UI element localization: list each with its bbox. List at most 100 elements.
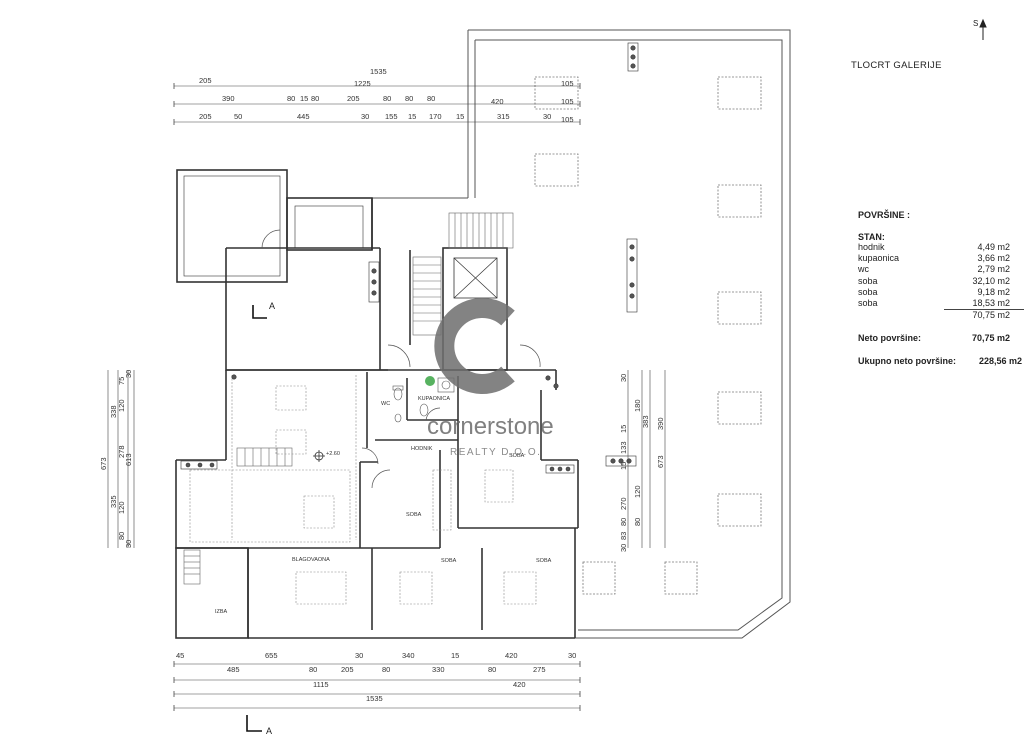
dim-right-c4: 673 xyxy=(656,455,665,468)
room-label-soba-d: SOBA xyxy=(536,558,552,564)
area-schedule: POVRŠINE : STAN: hodnik 4,49 m2 kupaonic… xyxy=(858,210,1024,368)
area-row-name: hodnik xyxy=(858,242,885,252)
room-label-hodnik: HODNIK xyxy=(411,446,433,452)
walls xyxy=(175,169,579,639)
dim-right-c3: 383 xyxy=(641,415,650,428)
room-label-soba-a: SOBA xyxy=(509,453,525,459)
dim-right-c1: 270 xyxy=(619,497,628,510)
dim-top-r4: 30 xyxy=(543,112,551,121)
dim-right-c1: 30 xyxy=(619,544,628,552)
drawing-title: TLOCRT GALERIJE xyxy=(851,60,942,71)
elevation-label: +2.60 xyxy=(326,451,340,457)
dim-right-c1: 83 xyxy=(619,532,628,540)
dim-left-c3: 120 xyxy=(117,501,126,514)
dim-bottom-r1: 340 xyxy=(402,651,415,660)
dim-bottom-r1: 15 xyxy=(451,651,459,660)
dim-left-c4: 30 xyxy=(124,540,133,548)
area-row-value: 9,18 m2 xyxy=(977,286,1010,297)
dim-top-r4: 170 xyxy=(429,112,442,121)
dim-top-r4: 315 xyxy=(497,112,510,121)
area-row-value: 4,49 m2 xyxy=(977,242,1010,252)
area-row-name: wc xyxy=(858,264,869,275)
total-area-value: 228,56 m2 xyxy=(978,356,1022,367)
total-area-label: Ukupno neto površine: xyxy=(858,356,957,367)
north-arrow-icon xyxy=(979,18,987,40)
terrace-outline xyxy=(372,29,791,639)
dimensions-top: 1535 205 1225 105 390 80 15 80 205 80 80… xyxy=(199,67,574,124)
dim-top-r2: 205 xyxy=(199,76,212,85)
section-marker-top xyxy=(252,305,267,319)
dim-right-c1: 133 xyxy=(619,441,628,454)
room-label-soba-c: SOBA xyxy=(441,558,457,564)
dim-left-c3: 278 xyxy=(117,445,126,458)
dim-bottom-r1: 655 xyxy=(265,651,278,660)
room-label-soba-b: SOBA xyxy=(406,512,422,518)
area-heading: POVRŠINE : xyxy=(858,210,911,220)
terrace-squares xyxy=(534,76,762,595)
dim-bottom-r2: 485 xyxy=(227,665,240,674)
dim-bottom-r2: 330 xyxy=(432,665,445,674)
area-row-name: soba xyxy=(858,298,878,309)
dimension-ticks xyxy=(173,83,581,711)
area-row-name: soba xyxy=(858,286,878,297)
dim-top-r3: 420 xyxy=(491,97,504,106)
section-label-bottom: A xyxy=(266,726,272,736)
dim-top-r4: 50 xyxy=(234,112,242,121)
dim-right-c1: 15 xyxy=(619,462,628,470)
dimensions-right: 30 15 133 15 270 80 83 30 180 120 80 383… xyxy=(619,374,665,552)
dim-top-r4: 30 xyxy=(361,112,369,121)
dim-left-c4: 613 xyxy=(124,453,133,466)
area-row-value: 32,10 m2 xyxy=(972,275,1010,286)
net-area-value: 70,75 m2 xyxy=(971,333,1010,344)
area-row: soba 9,18 m2 xyxy=(858,287,1024,298)
dim-right-c1: 30 xyxy=(619,374,628,382)
dim-top-r2: 1225 xyxy=(354,79,371,88)
dim-bottom-r1: 30 xyxy=(568,651,576,660)
room-label-blagovaona: BLAGOVAONA xyxy=(292,557,330,563)
terrace-drains xyxy=(605,42,639,467)
area-row-name: soba xyxy=(858,275,878,286)
dim-top-r3: 80 xyxy=(405,94,413,103)
dim-top-r3: 80 xyxy=(383,94,391,103)
dim-left-c3: 80 xyxy=(117,532,126,540)
dim-top-r2: 105 xyxy=(561,79,574,88)
dim-left-c3: 75 xyxy=(117,377,126,385)
dim-bottom-total: 1535 xyxy=(366,694,383,703)
dim-bottom-r2: 275 xyxy=(533,665,546,674)
dim-top-r3: 15 xyxy=(300,94,308,103)
dim-bottom-r1: 45 xyxy=(176,651,184,660)
dim-top-r4: 445 xyxy=(297,112,310,121)
area-row: kupaonica 3,66 m2 xyxy=(858,253,1024,264)
dim-top-r4: 15 xyxy=(408,112,416,121)
dim-top-r3: 205 xyxy=(347,94,360,103)
dim-top-r4: 155 xyxy=(385,112,398,121)
dim-left-c2: 338 xyxy=(109,405,118,418)
stair xyxy=(183,212,514,585)
net-area-row: Neto površine: 70,75 m2 xyxy=(858,333,1024,344)
dim-left-c2: 335 xyxy=(109,495,118,508)
dim-top-r3: 105 xyxy=(561,97,574,106)
dim-left-total: 673 xyxy=(99,457,108,470)
room-label-kupaonica: KUPAONICA xyxy=(418,396,450,402)
flat-drains xyxy=(180,261,575,474)
area-row: hodnik 4,49 m2 xyxy=(858,242,1024,253)
dimension-lines xyxy=(107,85,666,709)
area-row-value: 2,79 m2 xyxy=(977,264,1010,275)
dim-bottom-r2: 205 xyxy=(341,665,354,674)
room-label-izba: IZBA xyxy=(215,609,228,615)
dim-top-r3: 80 xyxy=(427,94,435,103)
dimensions-bottom: 45 655 30 340 15 420 30 485 80 205 80 33… xyxy=(176,651,576,703)
elevation-marker xyxy=(313,450,325,462)
dim-bottom-r1: 30 xyxy=(355,651,363,660)
dim-right-c2: 80 xyxy=(633,518,642,526)
area-row: wc 2,79 m2 xyxy=(858,264,1024,275)
area-row-value: 18,53 m2 xyxy=(972,298,1010,309)
north-label: S xyxy=(973,19,978,28)
dim-right-c2: 180 xyxy=(633,399,642,412)
dim-bottom-r2: 80 xyxy=(382,665,390,674)
area-subtotal: 70,75 m2 xyxy=(944,309,1024,321)
dim-bottom-r2: 80 xyxy=(309,665,317,674)
area-row-value: 3,66 m2 xyxy=(977,253,1010,264)
dim-bottom-r2: 80 xyxy=(488,665,496,674)
